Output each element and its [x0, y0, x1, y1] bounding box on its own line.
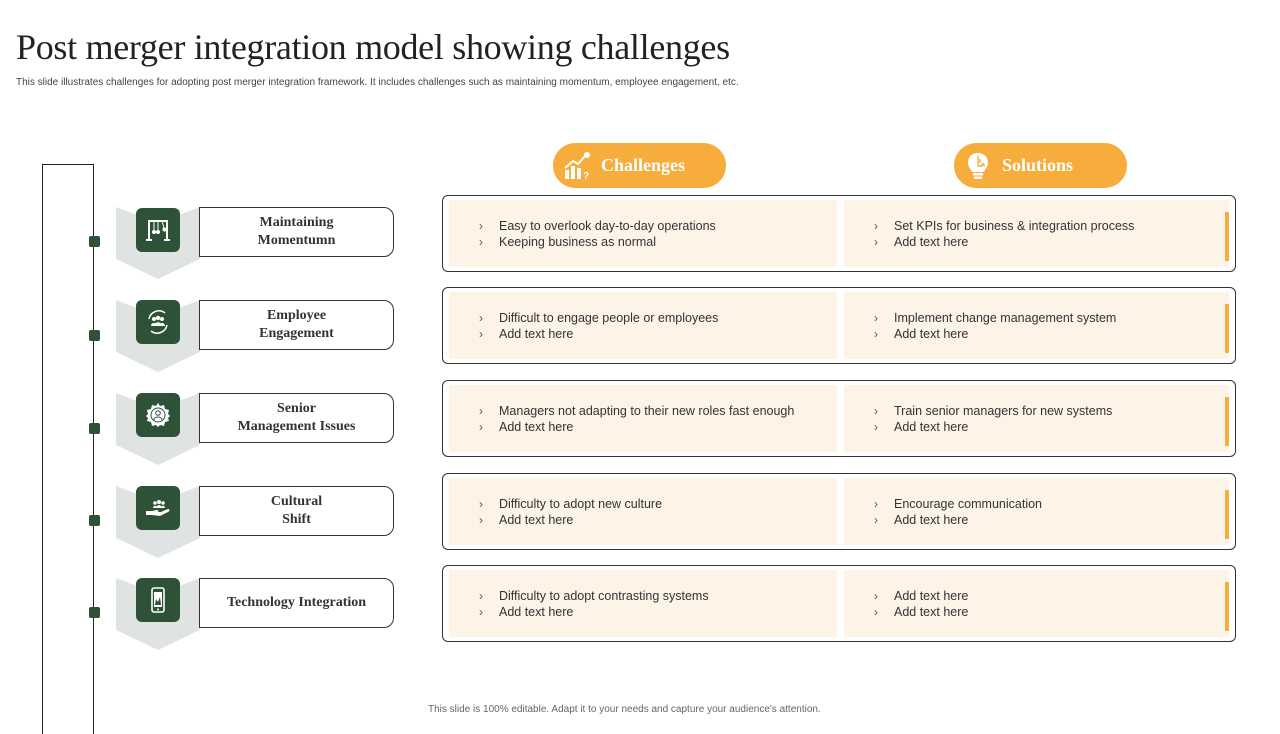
solutions-label: Solutions [1002, 155, 1074, 175]
page-subtitle: This slide illustrates challenges for ad… [16, 77, 739, 88]
icon-tile [136, 208, 180, 252]
timeline-node [89, 330, 100, 341]
solutions-badge: Solutions [954, 143, 1127, 188]
label-line: Shift [282, 512, 311, 527]
bullet-item: Add text here [479, 326, 718, 342]
timeline-node [89, 607, 100, 618]
label-line: Employee [266, 308, 327, 323]
challenges-label: Challenges [601, 155, 686, 175]
bullet-item: Set KPIs for business & integration proc… [874, 218, 1134, 234]
label-line: Engagement [259, 326, 334, 341]
bullet-item: Add text here [479, 419, 794, 435]
bullet-item: Easy to overlook day-to-day operations [479, 218, 716, 234]
timeline-node [89, 236, 100, 247]
bullet-item: Add text here [874, 604, 968, 620]
icon-tile [136, 578, 180, 622]
icon-tile [136, 393, 180, 437]
bullet-item: Add text here [874, 512, 1042, 528]
bullet-item: Add text here [479, 604, 709, 620]
bullet-item: Implement change management system [874, 310, 1116, 326]
accent-bar [1225, 490, 1229, 539]
bullet-item: Add text here [874, 419, 1112, 435]
bullet-item: Add text here [874, 326, 1116, 342]
footer-note: This slide is 100% editable. Adapt it to… [428, 704, 821, 715]
label-line: Senior [277, 401, 316, 416]
solutions-cell: Set KPIs for business & integration proc… [844, 200, 1229, 267]
bullet-item: Train senior managers for new systems [874, 403, 1112, 419]
bullet-item: Keeping business as normal [479, 234, 716, 250]
challenges-cell: Difficulty to adopt contrasting systems … [449, 570, 837, 637]
bullet-item: Add text here [874, 588, 968, 604]
row-employee-engagement: Difficult to engage people or employees … [442, 287, 1236, 364]
challenges-cell: Difficult to engage people or employees … [449, 292, 837, 359]
page-title: Post merger integration model showing ch… [16, 27, 730, 67]
svg-text:?: ? [583, 171, 589, 182]
bullet-item: Difficulty to adopt new culture [479, 496, 662, 512]
row-technology-integration: Difficulty to adopt contrasting systems … [442, 565, 1236, 642]
solutions-cell: Implement change management system Add t… [844, 292, 1229, 359]
chart-growth-icon: ? [564, 151, 590, 182]
solutions-cell: Train senior managers for new systems Ad… [844, 385, 1229, 452]
lightbulb-puzzle-icon [968, 152, 988, 179]
bullet-item: Managers not adapting to their new roles… [479, 403, 794, 419]
timeline-node [89, 423, 100, 434]
accent-bar [1225, 212, 1229, 261]
label-line: Maintaining [259, 215, 334, 230]
accent-bar [1225, 397, 1229, 446]
gear-user-icon [146, 403, 170, 427]
topic-label-technology-integration: Technology Integration [199, 578, 394, 628]
bullet-item: Encourage communication [874, 496, 1042, 512]
icon-tile [136, 486, 180, 530]
challenges-badge: ? Challenges [553, 143, 726, 188]
label-line: Cultural [270, 494, 323, 509]
row-cultural-shift: Difficulty to adopt new culture Add text… [442, 473, 1236, 550]
challenges-cell: Easy to overlook day-to-day operations K… [449, 200, 837, 267]
icon-tile [136, 300, 180, 344]
smartphone-icon [151, 587, 165, 613]
label-line: Management Issues [237, 419, 356, 434]
timeline-node [89, 515, 100, 526]
label-line: Momentumn [257, 233, 336, 248]
bullet-item: Difficult to engage people or employees [479, 310, 718, 326]
newtons-cradle-icon [146, 220, 170, 241]
challenges-cell: Difficulty to adopt new culture Add text… [449, 478, 837, 545]
row-maintaining-momentum: Easy to overlook day-to-day operations K… [442, 195, 1236, 272]
accent-bar [1225, 582, 1229, 631]
timeline-bracket [42, 164, 94, 734]
bullet-item: Difficulty to adopt contrasting systems [479, 588, 709, 604]
label-line: Technology Integration [226, 595, 367, 610]
accent-bar [1225, 304, 1229, 353]
solutions-cell: Encourage communication Add text here [844, 478, 1229, 545]
bullet-item: Add text here [874, 234, 1134, 250]
team-cycle-icon [148, 310, 168, 334]
bullet-item: Add text here [479, 512, 662, 528]
hand-people-icon [146, 500, 170, 516]
challenges-cell: Managers not adapting to their new roles… [449, 385, 837, 452]
solutions-cell: Add text here Add text here [844, 570, 1229, 637]
row-senior-management: Managers not adapting to their new roles… [442, 380, 1236, 457]
